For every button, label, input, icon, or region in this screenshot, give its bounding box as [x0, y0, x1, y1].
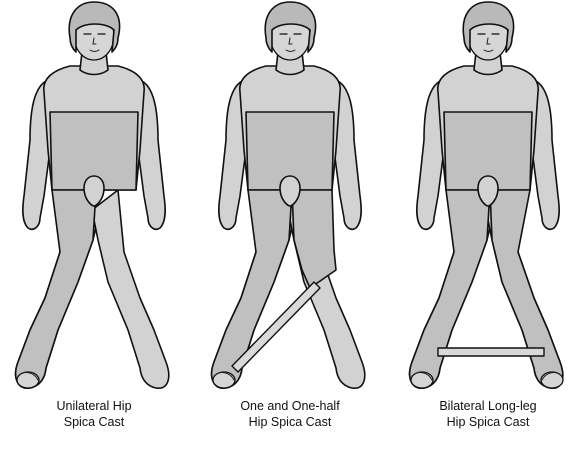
caption-bilateral-line-2: Hip Spica Cast	[408, 414, 568, 430]
caption-unilateral: Unilateral Hip Spica Cast	[14, 398, 174, 430]
caption-unilateral-line-2: Spica Cast	[14, 414, 174, 430]
caption-one-and-one-half: One and One-half Hip Spica Cast	[210, 398, 370, 430]
caption-unilateral-line-1: Unilateral Hip	[14, 398, 174, 414]
bilateral-figure	[410, 2, 563, 388]
caption-one-and-one-half-line-2: Hip Spica Cast	[210, 414, 370, 430]
caption-bilateral: Bilateral Long-leg Hip Spica Cast	[408, 398, 568, 430]
unilateral-figure	[16, 2, 169, 388]
one-and-one-half-figure	[212, 2, 365, 388]
caption-bilateral-line-1: Bilateral Long-leg	[408, 398, 568, 414]
caption-one-and-one-half-line-1: One and One-half	[210, 398, 370, 414]
